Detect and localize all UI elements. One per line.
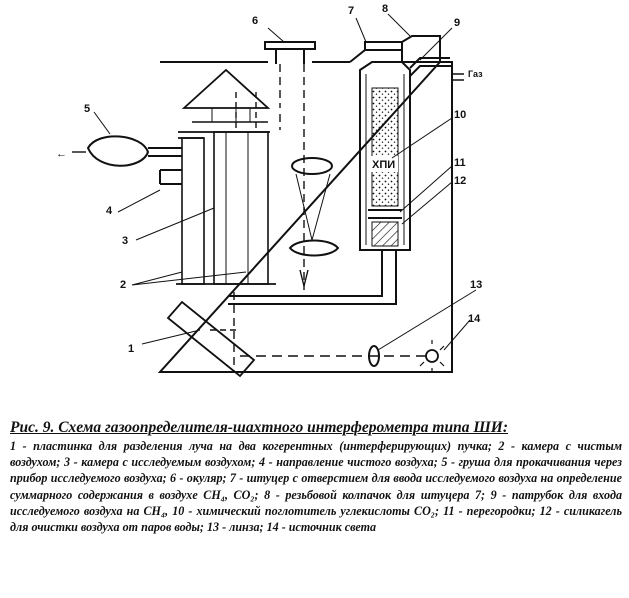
caption-body: 1 - пластинка для разделения луча на два… [10, 439, 622, 535]
cap [401, 35, 441, 63]
label-1: 1 [128, 343, 134, 355]
eyepiece [264, 41, 316, 50]
lens-lower [288, 239, 340, 257]
label-3: 3 [122, 235, 128, 247]
chamber-text: ХПИ [372, 159, 395, 171]
prism [181, 68, 271, 109]
label-9: 9 [454, 17, 460, 29]
caption-title: Рис. 9. Схема газоопределителя-шахтного … [10, 419, 509, 436]
splitting-plate [166, 300, 256, 378]
chamber-air [181, 137, 205, 285]
label-14: 14 [468, 313, 481, 325]
absorber-tube [359, 61, 411, 251]
lens-upper [291, 157, 333, 175]
label-7: 7 [348, 5, 354, 17]
label-8: 8 [382, 3, 388, 15]
lens [368, 345, 380, 367]
partition [368, 209, 402, 219]
label-4: 4 [106, 205, 113, 217]
label-10: 10 [454, 109, 466, 121]
silica-gel [371, 221, 399, 247]
label-2: 2 [120, 279, 126, 291]
co2-absorber [371, 87, 399, 207]
branch-pipe [409, 57, 452, 77]
interferometer-diagram: 6 7 8 9 Газ 10 ХПИ 11 12 13 14 5 ← 4 3 2… [56, 3, 483, 378]
label-5: 5 [84, 103, 90, 115]
label-13: 13 [470, 279, 482, 291]
figure-caption: Рис. 9. Схема газоопределителя-шахтного … [10, 418, 622, 594]
pear-bulb [86, 135, 150, 167]
gas-tag: Газ [468, 69, 483, 79]
outlet-arrow: ← [56, 148, 67, 160]
gas-pipe [228, 250, 397, 305]
label-12: 12 [454, 175, 466, 187]
label-11: 11 [454, 157, 466, 169]
fitting [349, 41, 403, 63]
air-inlet [159, 169, 182, 185]
light-source [425, 349, 439, 363]
housing [157, 61, 453, 373]
label-6: 6 [252, 15, 258, 27]
